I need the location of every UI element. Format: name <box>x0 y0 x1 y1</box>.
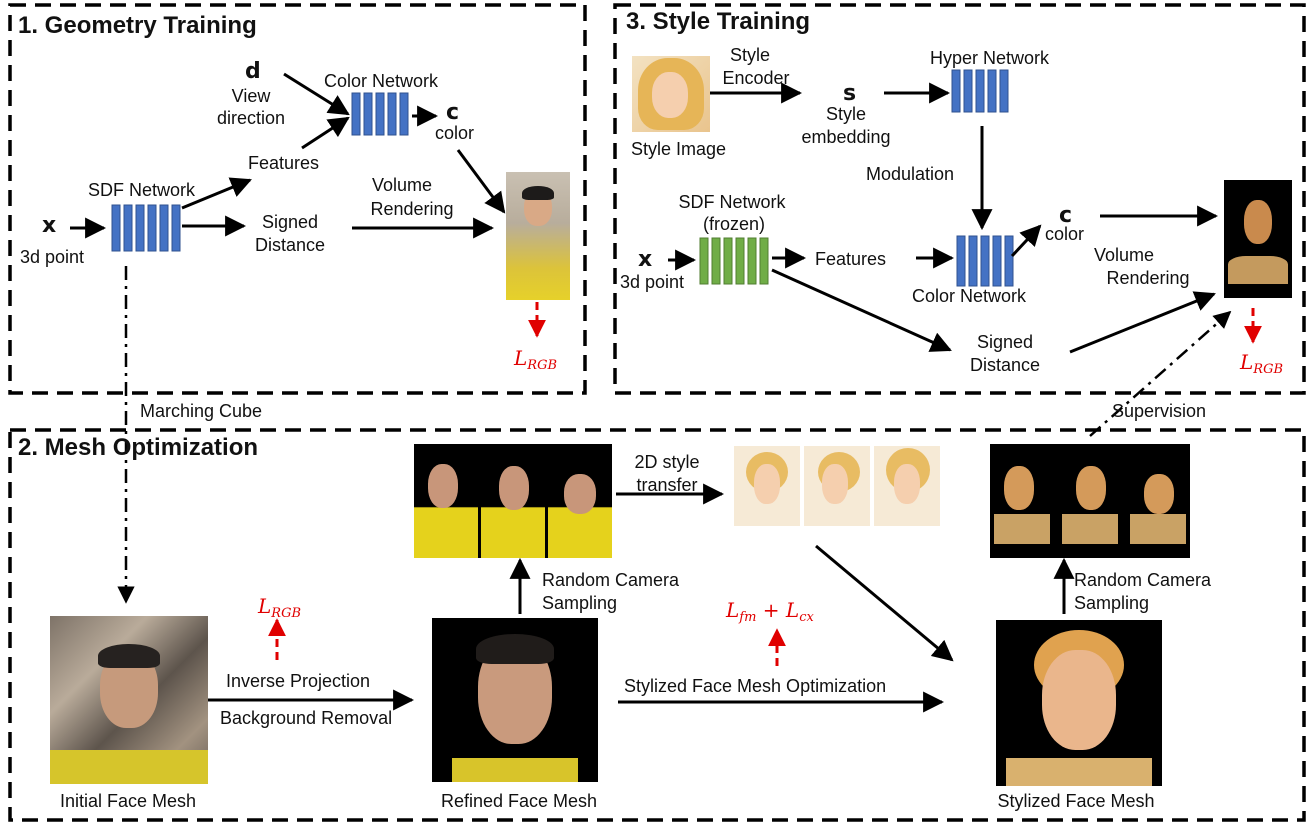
initial-mesh-hair <box>98 644 160 668</box>
geometry-rendering-label: Rendering <box>370 199 454 219</box>
refined-mesh-shirt <box>452 758 578 782</box>
training-photo-hair <box>522 186 554 200</box>
style-color-label: color <box>1045 224 1085 244</box>
geometry-view-direction-2: direction <box>216 108 286 128</box>
mesh-optimization-box <box>8 428 1306 822</box>
refined-face-mesh-photo <box>432 618 598 782</box>
stylized-render-head <box>1244 200 1272 244</box>
hyper-network-block <box>951 69 1009 113</box>
marching-cube-label: Marching Cube <box>140 401 263 421</box>
geometry-training-title: 1. Geometry Training <box>18 12 257 39</box>
style-transfer-label-2: transfer <box>636 475 698 495</box>
style-embedding-label-2: embedding <box>801 127 891 147</box>
mesh-arrows <box>208 483 1075 713</box>
geometry-c-var: c <box>446 100 460 125</box>
frozen-sdf-label-1: SDF Network <box>678 192 786 212</box>
stylized-2d-view-2 <box>804 446 870 526</box>
refined-mesh-hair <box>476 634 554 664</box>
geometry-rgb-loss: LRGB <box>514 346 558 373</box>
geometry-signed-label: Signed <box>261 212 319 232</box>
stylized-render-photo <box>1224 180 1292 298</box>
stylized-views-strip <box>990 444 1190 558</box>
style-training-title: 3. Style Training <box>626 8 811 35</box>
random-camera-left-1: Random Camera <box>542 570 680 590</box>
stylized-view-2 <box>1058 444 1122 558</box>
background-removal-label: Background Removal <box>220 708 393 728</box>
style-rendering-label: Rendering <box>1106 268 1190 288</box>
mesh-optimization-title: 2. Mesh Optimization <box>18 434 259 461</box>
style-training-box <box>613 3 1306 395</box>
supervision-connector <box>1089 310 1232 437</box>
frozen-sdf-network-block <box>699 237 769 285</box>
stylized-face-mesh-photo <box>996 620 1162 786</box>
style-encoder-label-2: Encoder <box>722 68 790 88</box>
stylized-2d-view-1 <box>734 446 800 526</box>
supervision-label: Supervision <box>1112 401 1207 421</box>
initial-face-mesh-photo <box>50 616 208 784</box>
style-transfer-label-1: 2D style <box>634 452 700 472</box>
geometry-sdf-network-label: SDF Network <box>88 180 196 200</box>
geometry-3d-point-label: 3d point <box>20 247 85 267</box>
geometry-sdf-network-block <box>111 204 181 252</box>
style-signed-label: Signed <box>976 332 1034 352</box>
mesh-rgb-loss: LRGB <box>258 594 302 621</box>
refined-view-3 <box>548 444 612 558</box>
random-camera-right-1: Random Camera <box>1074 570 1212 590</box>
stylized-view-1 <box>990 444 1054 558</box>
geometry-color-network-block <box>351 92 409 136</box>
style-volume-label: Volume <box>1093 245 1155 265</box>
modulation-label: Modulation <box>866 164 955 184</box>
training-photo <box>506 172 570 300</box>
stylized-optimization-label: Stylized Face Mesh Optimization <box>624 676 887 696</box>
stylized-2d-strip <box>734 446 940 526</box>
geometry-color-network-label: Color Network <box>324 71 439 91</box>
style-s-var: s <box>843 81 857 106</box>
hyper-network-label: Hyper Network <box>930 48 1050 68</box>
initial-face-mesh-label: Initial Face Mesh <box>59 791 197 811</box>
loss-arrows <box>268 302 1262 666</box>
style-embedding-label-1: Style <box>825 104 867 124</box>
random-camera-right-2: Sampling <box>1074 593 1150 613</box>
geometry-features-label: Features <box>248 153 320 173</box>
style-encoder-label-1: Style <box>729 45 771 65</box>
stylized-mesh-face <box>1042 650 1116 750</box>
frozen-sdf-label-2: (frozen) <box>702 214 766 234</box>
geometry-training-box <box>8 3 587 395</box>
stylized-render-body <box>1228 256 1288 284</box>
style-image-label: Style Image <box>631 139 727 159</box>
geometry-arrows <box>70 72 506 239</box>
feature-matching-loss: Lfm + Lcx <box>726 598 814 625</box>
style-image <box>632 56 710 132</box>
geometry-view-direction-1: View <box>231 86 271 106</box>
style-arrows <box>668 82 1219 354</box>
style-image-face <box>652 72 688 118</box>
refined-face-mesh-label: Refined Face Mesh <box>440 791 598 811</box>
stylized-view-3 <box>1126 444 1190 558</box>
initial-mesh-shirt <box>50 750 208 784</box>
refined-views-strip <box>414 444 612 558</box>
style-color-network-label: Color Network <box>912 286 1027 306</box>
stylized-face-mesh-label: Stylized Face Mesh <box>997 791 1155 811</box>
style-3d-point-label: 3d point <box>620 272 685 292</box>
geometry-volume-label: Volume <box>371 175 433 195</box>
random-camera-left-2: Sampling <box>542 593 618 613</box>
style-x-var: x <box>638 247 653 272</box>
style-c-var: c <box>1059 203 1073 228</box>
refined-view-2 <box>481 444 545 558</box>
geometry-color-label: color <box>435 123 475 143</box>
style-rgb-loss: LRGB <box>1240 350 1284 377</box>
style-color-network-block <box>956 235 1014 287</box>
stylized-mesh-shirt <box>1006 758 1152 786</box>
stylized-2d-view-3 <box>874 446 940 526</box>
style-features-label: Features <box>815 249 887 269</box>
refined-view-1 <box>414 444 478 558</box>
geometry-x-var: x <box>42 213 57 238</box>
geometry-d-var: d <box>245 59 261 84</box>
inverse-projection-label: Inverse Projection <box>226 671 371 691</box>
style-distance-label: Distance <box>969 355 1041 375</box>
geometry-distance-label: Distance <box>254 235 326 255</box>
